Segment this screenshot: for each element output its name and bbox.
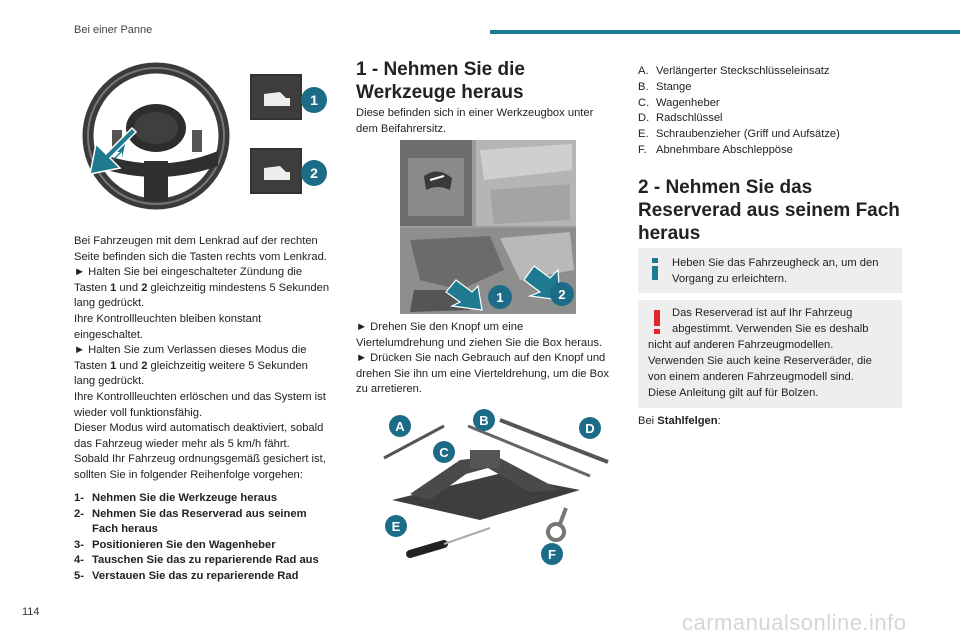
text-line: Dieser Modus wird automatisch deaktivier… — [74, 422, 324, 435]
tool-list: A.Verlängerter Steckschlüsseleinsatz B.S… — [638, 64, 903, 159]
text-line: Ihre Kontrollleuchten bleiben konstant — [74, 312, 262, 325]
tool-label-d: D — [585, 421, 594, 436]
info-icon — [652, 258, 658, 280]
text-line: das Fahrzeug wieder mehr als 5 km/h fähr… — [74, 437, 290, 450]
text-line: ► Drehen Sie den Knopf um eine — [356, 321, 524, 333]
list-item: E.Schraubenzieher (Griff und Aufsätze) — [638, 128, 840, 141]
info-box: Heben Sie das Fahrzeugheck an, um den Vo… — [638, 248, 902, 293]
procedure-steps: 1-Nehmen Sie die Werkzeuge heraus 2-Nehm… — [74, 491, 344, 585]
text-line: Ihre Kontrollleuchten erlöschen und das … — [74, 390, 326, 403]
list-item: A.Verlängerter Steckschlüsseleinsatz — [638, 65, 830, 77]
text-line: Tasten 1 und 2 gleichzeitig mindestens 5… — [74, 281, 330, 294]
text-line: ► Halten Sie bei eingeschalteter Zündung… — [74, 266, 303, 279]
list-item: B.Stange — [638, 80, 692, 93]
figure-badge-1: 1 — [310, 92, 318, 108]
step-item: 5-Verstauen Sie das zu reparierende Rad — [74, 569, 299, 582]
text-line: ► Halten Sie zum Verlassen dieses Modus … — [74, 344, 307, 357]
tools-location-text: Diese befinden sich in einer Werkzeugbox… — [356, 107, 594, 135]
page-number: 114 — [22, 606, 40, 618]
warning-icon — [654, 310, 660, 334]
section-title: Bei einer Panne — [74, 24, 153, 36]
list-item: C.Wagenheber — [638, 96, 720, 109]
text-line: drehen Sie ihn um eine Vierteldrehung, u… — [356, 367, 609, 380]
watermark: carmanualsonline.info — [682, 610, 907, 635]
step-item: 3-Positionieren Sie den Wagenheber — [74, 538, 276, 551]
figure-badge-1: 1 — [496, 290, 503, 305]
header-accent-bar — [490, 30, 960, 34]
text-line: Tasten 1 und 2 gleichzeitig weitere 5 Se… — [74, 359, 308, 372]
step-item: 1-Nehmen Sie die Werkzeuge heraus — [74, 492, 278, 504]
step-item: 4-Tauschen Sie das zu reparierende Rad a… — [74, 554, 319, 567]
tool-label-e: E — [392, 519, 401, 534]
text-line: Seite befinden sich die Tasten rechts vo… — [74, 250, 327, 263]
text-line: Sobald Ihr Fahrzeug ordnungsgemäß gesich… — [74, 453, 326, 466]
toolbox-photo: 1 2 — [400, 140, 576, 314]
text-line: Viertelumdrehung und ziehen Sie die Box … — [356, 336, 603, 349]
step-item: 2-Nehmen Sie das Reserverad aus seinem — [74, 507, 307, 520]
text-line: lang gedrückt. — [74, 375, 145, 388]
toolbox-instructions: ► Drehen Sie den Knopf um eine Viertelum… — [356, 320, 624, 398]
tool-label-a: A — [395, 419, 405, 434]
text-line: wieder voll funktionsfähig. — [74, 406, 203, 419]
tool-label-f: F — [548, 547, 556, 562]
text-line: sollten Sie in folgender Reihenfolge vor… — [74, 468, 303, 481]
tool-label-c: C — [439, 445, 449, 460]
figure-badge-2: 2 — [558, 287, 565, 302]
tool-kit-illustration: A B C D E F — [370, 404, 620, 578]
warning-box: Das Reserverad ist auf Ihr Fahrzeug abge… — [638, 300, 902, 408]
text-line: zu arretieren. — [356, 383, 422, 396]
list-item: F.Abnehmbare Abschleppöse — [638, 143, 793, 156]
list-item: D.Radschlüssel — [638, 112, 723, 125]
text-line: ► Drücken Sie nach Gebrauch auf den Knop… — [356, 352, 606, 365]
button-instructions: Bei Fahrzeugen mit dem Lenkrad auf der r… — [74, 234, 344, 484]
tool-label-b: B — [479, 413, 488, 428]
step-item: Fach heraus — [92, 523, 158, 536]
figure-badge-2: 2 — [310, 165, 318, 181]
text-line: eingeschaltet. — [74, 328, 144, 341]
steering-wheel-illustration: 1 2 — [74, 56, 339, 221]
steel-rims-text: Bei Stahlfelgen: — [638, 415, 721, 427]
text-line: lang gedrückt. — [74, 297, 145, 310]
text-line: Bei Fahrzeugen mit dem Lenkrad auf der r… — [74, 235, 318, 247]
